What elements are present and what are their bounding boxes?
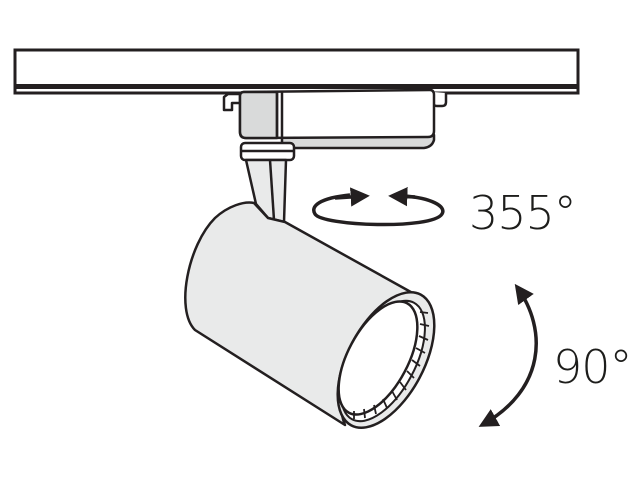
track-adapter [222, 88, 448, 150]
rotation-arrow-icon [312, 187, 445, 227]
swivel-collar [239, 141, 296, 162]
track-rail [13, 48, 580, 95]
mounting-arm [244, 158, 288, 224]
tilt-angle-label: 90° [553, 340, 633, 394]
lens-bezel [336, 291, 436, 429]
rotation-angle-label: 355° [469, 186, 577, 240]
tilt-arrow-icon [478, 283, 538, 427]
